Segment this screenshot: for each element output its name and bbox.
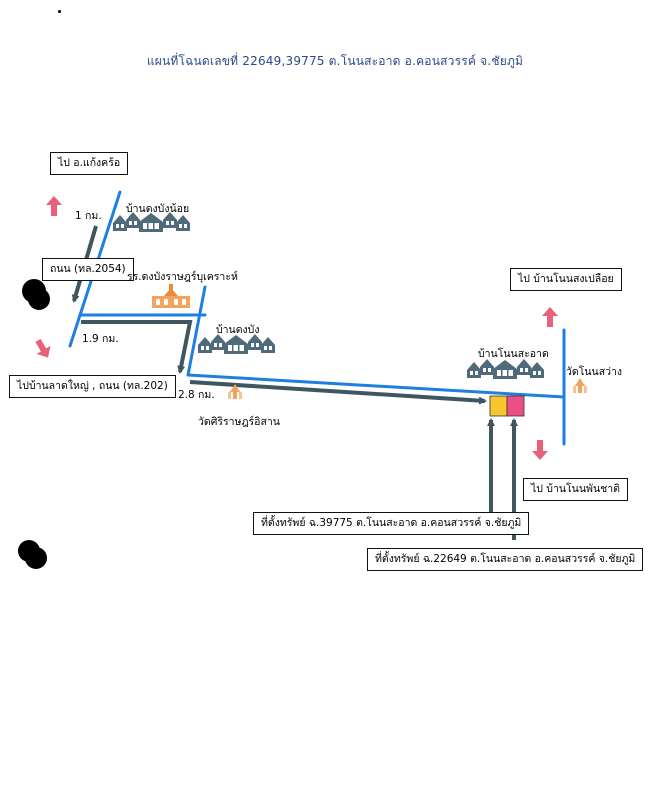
- school-icon: [152, 284, 190, 308]
- punch-hole-mark: [25, 547, 47, 569]
- label-wat-sri-rat: วัดศิริราษฎร์อิสาน: [198, 416, 280, 428]
- label-dist-19km: 1.9 กม.: [82, 333, 119, 345]
- label-ban-dong-bang: บ้านดงบัง: [216, 324, 260, 336]
- label-site-22649: ที่ตั้งทรัพย์ ฉ.22649 ต.โนนสะอาด อ.คอนสว…: [367, 548, 644, 572]
- label-road-2054: ถนน (ทล.2054): [42, 258, 134, 282]
- north-arrow-icon: [46, 196, 62, 216]
- label-ban-dong-bang-noi: บ้านดงบังน้อย: [126, 203, 190, 215]
- label-to-ban-non-song-pluai: ไป บ้านโนนสงเปลือย: [510, 268, 622, 292]
- label-dist-28km: 2.8 กม.: [178, 389, 215, 401]
- house-icon: [467, 359, 544, 379]
- punch-hole-mark: [28, 288, 50, 310]
- label-to-ban-lat-yai: ไปบ้านลาดใหญ่ , ถนน (ทล.202): [9, 375, 176, 399]
- south-arrow-icon: [31, 336, 55, 362]
- label-to-ban-non-phan-chat: ไป บ้านโนนพันชาติ: [523, 478, 628, 502]
- label-wat-non-sawang: วัดโนนสว่าง: [566, 366, 623, 378]
- speck-mark: [58, 10, 61, 13]
- temple-icon: [573, 378, 587, 393]
- plot-22649-marker: [506, 395, 525, 417]
- plot-39775-marker: [489, 395, 508, 417]
- label-to-kaeng-khro: ไป อ.แก้งคร้อ: [50, 152, 129, 176]
- label-ban-non-sa-at: บ้านโนนสะอาด: [478, 348, 549, 360]
- map-title: แผนที่โฉนดเลขที่ 22649,39775 ต.โนนสะอาด …: [146, 54, 524, 68]
- south-arrow-icon: [532, 440, 548, 460]
- label-dist-1km: 1 กม.: [75, 210, 102, 222]
- label-site-39775: ที่ตั้งทรัพย์ ฉ.39775 ต.โนนสะอาด อ.คอนสว…: [253, 512, 530, 536]
- label-school: รร.ดงบังราษฎร์บุเคราะห์: [127, 271, 238, 283]
- north-arrow-icon: [542, 307, 558, 327]
- route-arrows: [71, 225, 518, 540]
